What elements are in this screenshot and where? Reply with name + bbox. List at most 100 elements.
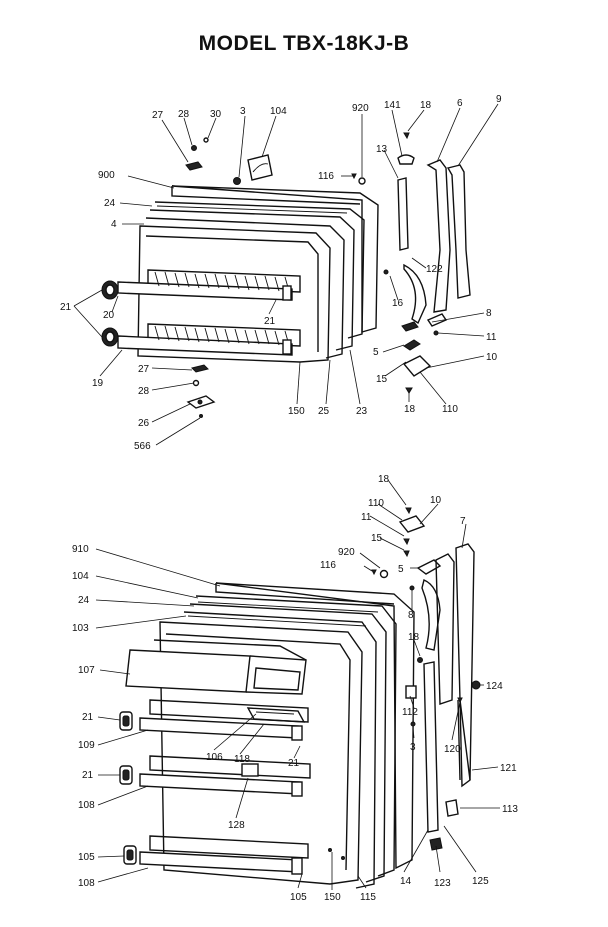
part-label: 108 xyxy=(78,800,95,811)
part-label: 18 xyxy=(408,632,420,643)
part-label: 920 xyxy=(338,547,355,558)
part-label: 150 xyxy=(324,892,341,903)
part-label: 118 xyxy=(234,754,250,765)
part-label: 5 xyxy=(373,347,379,358)
part-label: 26 xyxy=(138,418,150,429)
part-label: 28 xyxy=(138,386,150,397)
part-label: 116 xyxy=(320,560,336,571)
part-label: 110 xyxy=(368,498,384,509)
door-shelf-1 xyxy=(139,717,299,739)
freezer-badge xyxy=(247,154,273,181)
freezer-outer-panel xyxy=(171,185,379,333)
part-label: 3 xyxy=(240,106,246,117)
part-label: 11 xyxy=(486,332,497,343)
part-label: 23 xyxy=(356,406,368,417)
part-label: 8 xyxy=(486,308,492,319)
part-label: 103 xyxy=(72,623,89,634)
part-label: 115 xyxy=(360,892,376,903)
part-label: 21 xyxy=(60,302,72,313)
part-label: 121 xyxy=(500,763,517,774)
part-label: 900 xyxy=(98,170,115,181)
part-label: 120 xyxy=(444,744,461,755)
part-label: 104 xyxy=(270,106,287,117)
part-label: 21 xyxy=(82,712,94,723)
part-label: 112 xyxy=(402,707,418,718)
part-label: 19 xyxy=(92,378,104,389)
bottom-part-labels: 18 110 10 11 7 15 920 116 5 910 104 8 24… xyxy=(72,474,518,903)
fresh-food-outer-panel xyxy=(215,582,415,870)
part-label: 30 xyxy=(210,109,222,120)
door-handle xyxy=(426,159,451,313)
part-label: 4 xyxy=(111,219,117,230)
hinge-bar xyxy=(423,661,439,833)
door-handle xyxy=(435,553,455,705)
freezer-shelf-upper xyxy=(117,281,293,301)
part-label: 3 xyxy=(410,742,416,753)
part-label: 14 xyxy=(400,876,412,887)
part-label: 105 xyxy=(78,852,95,863)
part-label: 24 xyxy=(78,595,90,606)
part-label: 21 xyxy=(288,758,300,769)
part-label: 9 xyxy=(496,94,502,105)
part-label: 10 xyxy=(430,495,442,506)
fresh-food-inner-liner xyxy=(159,621,363,885)
part-label: 123 xyxy=(434,878,451,889)
part-label: 116 xyxy=(318,171,334,182)
part-label: 18 xyxy=(420,100,432,111)
part-label: 105 xyxy=(290,892,307,903)
part-label: 18 xyxy=(404,404,416,415)
hinge-top xyxy=(397,154,415,165)
hinge-plate xyxy=(402,355,432,377)
part-label: 920 xyxy=(352,103,369,114)
freezer-door-assembly xyxy=(101,132,471,418)
part-label: 113 xyxy=(502,804,518,815)
part-label: 27 xyxy=(138,364,150,375)
hinge-cover xyxy=(445,799,459,817)
part-label: 27 xyxy=(152,110,164,121)
handle-trim xyxy=(446,164,471,299)
part-label: 122 xyxy=(426,264,443,275)
freezer-shelf-lower xyxy=(117,335,293,356)
part-label: 128 xyxy=(228,820,245,831)
part-label: 109 xyxy=(78,740,95,751)
part-label: 11 xyxy=(361,512,372,523)
part-label: 106 xyxy=(206,752,223,763)
part-label: 104 xyxy=(72,571,89,582)
part-label: 7 xyxy=(460,516,466,527)
lower-hinge-bracket xyxy=(421,579,441,651)
part-label: 125 xyxy=(472,876,489,887)
part-label: 5 xyxy=(398,564,404,575)
part-label: 150 xyxy=(288,406,305,417)
egg-holder xyxy=(241,763,259,777)
freezer-inner-liner xyxy=(137,225,331,363)
part-label: 6 xyxy=(457,98,463,109)
part-label: 910 xyxy=(72,544,89,555)
part-label: 566 xyxy=(134,441,151,452)
top-leader-lines xyxy=(73,103,499,446)
part-label: 28 xyxy=(178,109,190,120)
diagram-title: MODEL TBX-18KJ-B xyxy=(198,32,410,55)
part-label: 15 xyxy=(371,533,383,544)
part-label: 141 xyxy=(384,100,401,111)
part-label: 16 xyxy=(392,298,404,309)
hinge-bar xyxy=(397,177,409,251)
part-label: 107 xyxy=(78,665,95,676)
part-label: 13 xyxy=(376,144,388,155)
part-label: 20 xyxy=(103,310,115,321)
part-label: 10 xyxy=(486,352,498,363)
part-label: 25 xyxy=(318,406,330,417)
top-part-labels: 27 28 30 3 104 920 141 18 6 9 900 116 13… xyxy=(60,94,502,452)
dairy-compartment-door xyxy=(125,649,251,693)
part-label: 24 xyxy=(104,198,116,209)
hinge-cap xyxy=(185,161,203,171)
part-label: 108 xyxy=(78,878,95,889)
fresh-food-door-assembly xyxy=(119,507,481,889)
part-label: 15 xyxy=(376,374,388,385)
part-label: 18 xyxy=(378,474,390,485)
part-label: 21 xyxy=(264,316,276,327)
part-label: 110 xyxy=(442,404,458,415)
bottom-leader-lines xyxy=(95,479,500,890)
part-label: 8 xyxy=(408,610,414,621)
part-label: 21 xyxy=(82,770,94,781)
